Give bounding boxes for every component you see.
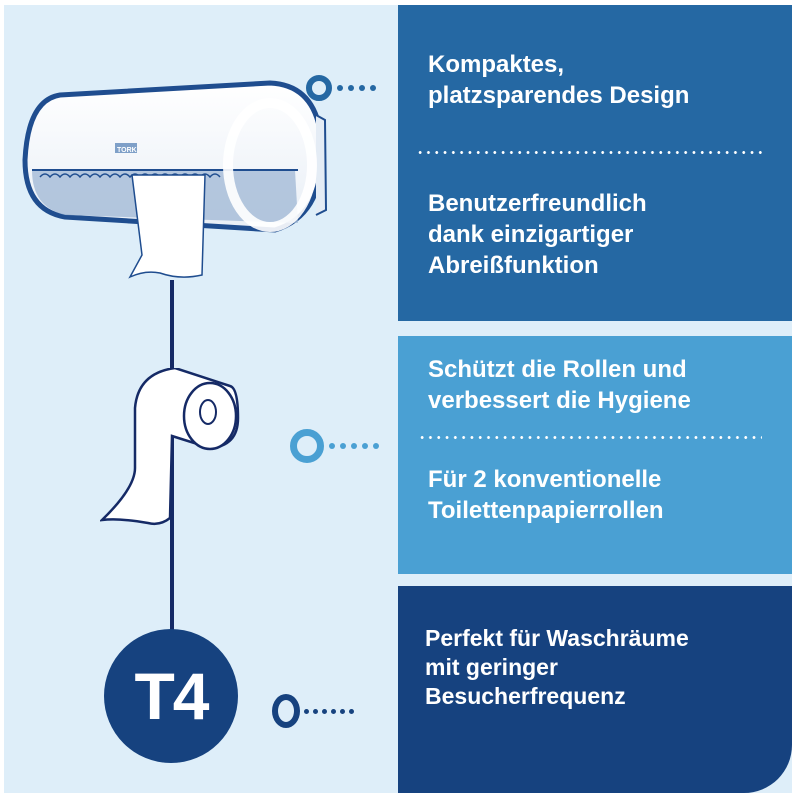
- feature-panel-middle: Schützt die Rollen und verbessert die Hy…: [398, 336, 792, 574]
- dotted-divider: [416, 151, 762, 154]
- connector-middle: [290, 429, 379, 463]
- toilet-roll-icon: [100, 368, 240, 526]
- feature-hygiene: Schützt die Rollen und verbessert die Hy…: [428, 356, 691, 414]
- feature-two-rolls: Für 2 konventionelle Toilettenpapierroll…: [428, 466, 664, 524]
- t4-label: T4: [134, 659, 209, 733]
- t4-badge: T4: [104, 629, 238, 763]
- feature-tear-function: Benutzerfreundlich dank einzigartiger Ab…: [428, 190, 647, 279]
- connector-top: [306, 75, 376, 101]
- feature-compact-design: Kompaktes, platzsparendes Design: [428, 51, 690, 109]
- feature-panel-bottom: Perfekt für Waschräume mit geringer Besu…: [398, 586, 792, 793]
- feature-low-traffic: Perfekt für Waschräume mit geringer Besu…: [425, 625, 689, 709]
- connector-bottom: [272, 694, 354, 728]
- dotted-divider: [418, 436, 762, 439]
- dispenser-icon: TORK: [22, 80, 328, 279]
- feature-panel-top: Kompaktes, platzsparendes Design Benutze…: [398, 5, 792, 321]
- brand-label: TORK: [117, 147, 137, 154]
